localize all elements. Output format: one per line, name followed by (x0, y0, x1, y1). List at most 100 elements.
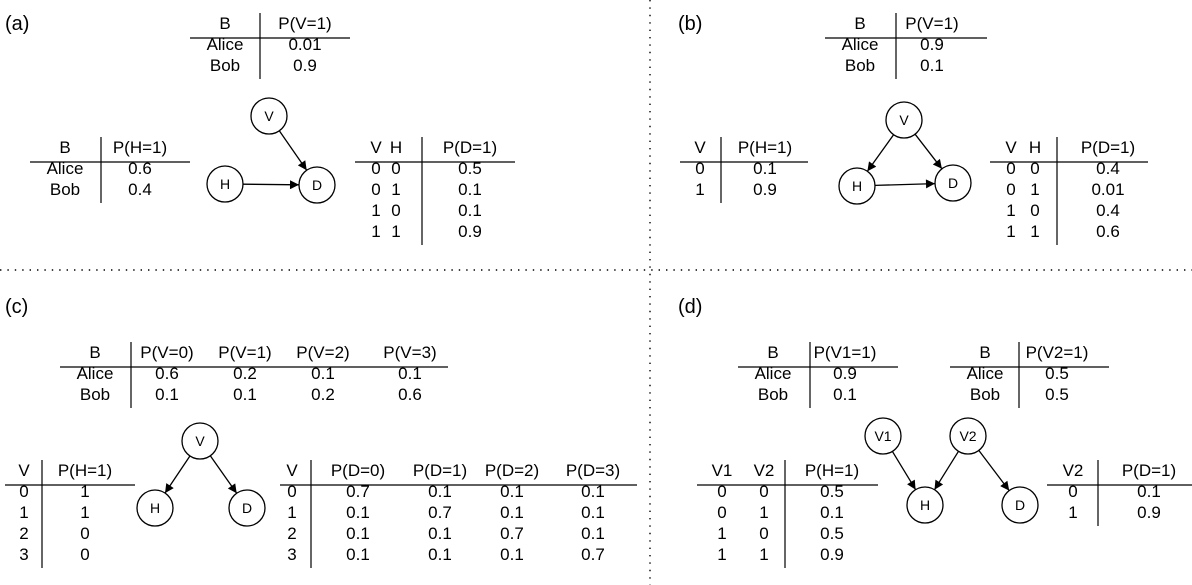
table-header-cell: P(D=3) (566, 461, 620, 480)
table-cell: 0.4 (1096, 201, 1120, 220)
node-label: H (150, 500, 160, 516)
edge-v2-to-d (978, 450, 1010, 491)
edge-v1-to-h (891, 451, 917, 490)
panel-label: (d) (678, 296, 702, 318)
node-h: H (838, 167, 876, 205)
table-cell: 1 (371, 201, 380, 220)
node-circle (136, 489, 174, 527)
table-cell: 1 (1068, 503, 1077, 522)
table-cell: 0.4 (1096, 159, 1120, 178)
table-header-cell: V (1005, 138, 1017, 157)
node-v: V (885, 101, 923, 139)
table-header-cell: B (219, 14, 230, 33)
table-cell: 0.7 (581, 545, 605, 564)
table-cell: Bob (970, 385, 1000, 404)
table-cell: 0.1 (428, 524, 452, 543)
table-cell: 0.5 (458, 159, 482, 178)
table-header-cell: V (694, 138, 706, 157)
table-cell: 1 (391, 222, 400, 241)
table-cell: Alice (47, 159, 84, 178)
node-circle (250, 97, 288, 135)
table-header-cell: P(H=1) (113, 138, 167, 157)
edge-h-to-d (874, 179, 936, 189)
node-label: V (899, 112, 909, 128)
node-label: D (1015, 497, 1025, 513)
node-d: D (1001, 486, 1039, 524)
table-cell: Bob (80, 385, 110, 404)
edge-v-to-d (278, 130, 308, 171)
table-header-cell: P(D=1) (1122, 461, 1176, 480)
table-cell: Bob (758, 385, 788, 404)
table-header-cell: P(H=1) (738, 138, 792, 157)
table-cell: 2 (19, 524, 28, 543)
node-circle (1001, 486, 1039, 524)
node-circle (838, 167, 876, 205)
table-cell: Bob (210, 56, 240, 75)
table-cell: 0.1 (458, 201, 482, 220)
table-cell: 0 (759, 524, 768, 543)
table-header-cell: B (979, 343, 990, 362)
table-header-cell: P(D=1) (1081, 138, 1135, 157)
table-cell: 0.2 (311, 385, 335, 404)
node-h: H (206, 165, 244, 203)
table-cell: 0 (1068, 482, 1077, 501)
table-cell: 0.1 (581, 503, 605, 522)
table-cell: 1 (80, 482, 89, 501)
node-circle (885, 101, 923, 139)
table-cell: 0.1 (581, 524, 605, 543)
table-cell: Alice (207, 35, 244, 54)
table-cell: 0.6 (398, 385, 422, 404)
panel-label: (b) (678, 13, 702, 35)
table-cell: 0.5 (820, 524, 844, 543)
table-cell: 0.1 (398, 364, 422, 383)
table-cell: 0.1 (458, 180, 482, 199)
table-cell: 0 (371, 180, 380, 199)
table-cell: 0 (695, 159, 704, 178)
table-cell: 2 (287, 524, 296, 543)
table-cell: 0.9 (753, 180, 777, 199)
table-header-cell: P(V1=1) (814, 343, 877, 362)
table-header-cell: P(V=1) (278, 14, 331, 33)
node-circle (906, 486, 944, 524)
table-header-cell: P(V=1) (218, 343, 271, 362)
table-header-cell: P(V2=1) (1026, 343, 1089, 362)
table-header-cell: P(D=2) (485, 461, 539, 480)
panel-label: (c) (5, 296, 28, 318)
table-cell: 0 (287, 482, 296, 501)
table-header-cell: P(D=1) (413, 461, 467, 480)
table-cell: 0.6 (1096, 222, 1120, 241)
table-header-cell: H (1029, 138, 1041, 157)
table-cell: 3 (287, 545, 296, 564)
table-cell: 0.9 (293, 56, 317, 75)
edge-v-to-d (209, 455, 238, 494)
node-circle (181, 422, 219, 460)
table-cell: 0.6 (155, 364, 179, 383)
table-header-cell: B (854, 14, 865, 33)
table-cell: 0 (1030, 159, 1039, 178)
table-header-cell: P(H=1) (805, 461, 859, 480)
table-header-cell: V (18, 461, 30, 480)
table-cell: 0 (391, 159, 400, 178)
table-cell: 0.1 (311, 364, 335, 383)
table-cell: 0.7 (500, 524, 524, 543)
table-cell: 0.9 (820, 545, 844, 564)
table-cell: 0.1 (920, 56, 944, 75)
table-header-cell: H (390, 138, 402, 157)
table-cell: 0.9 (1137, 503, 1161, 522)
table-cell: 0 (19, 482, 28, 501)
table-cell: 1 (759, 545, 768, 564)
node-label: D (312, 177, 322, 193)
node-label: V (264, 108, 274, 124)
table-cell: Bob (50, 180, 80, 199)
node-d: D (228, 489, 266, 527)
table-header-cell: P(V=3) (383, 343, 436, 362)
